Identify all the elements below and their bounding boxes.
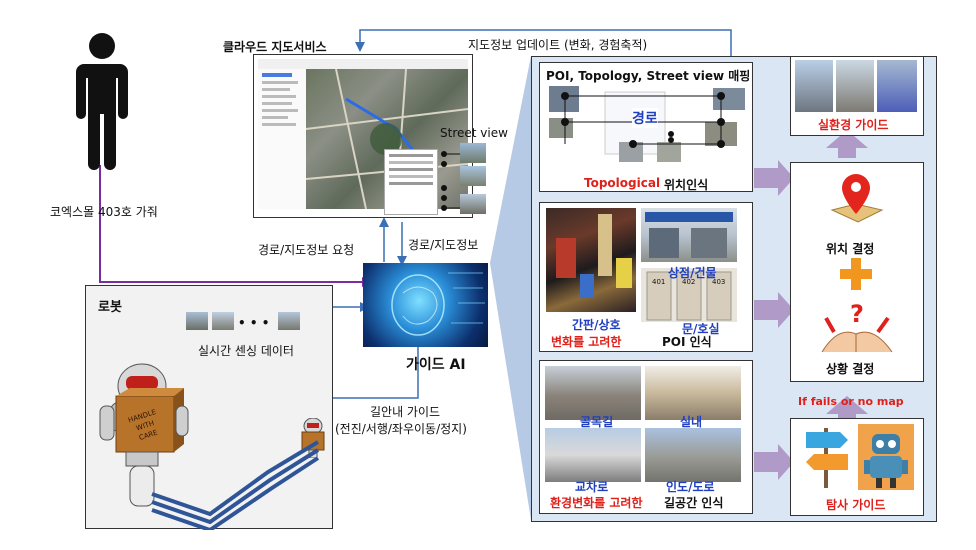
signpost-icon (806, 428, 848, 488)
street-view-label: Street view (440, 126, 508, 140)
signboard-photo (546, 208, 636, 312)
real-env-guide-label: 실환경 가이드 (818, 118, 889, 132)
room-402: 402 (682, 278, 696, 286)
sensing-thumb-3 (278, 312, 300, 330)
door-photo (641, 268, 737, 322)
situation-question-icon: ? (821, 300, 893, 353)
road-recog-red: 환경변화를 고려한 (550, 496, 643, 510)
flow-arrows (754, 130, 868, 480)
robot-title: 로봇 (98, 300, 122, 315)
street-thumb-3 (460, 194, 486, 214)
plus-icon (840, 258, 872, 290)
poi-recog-rest: POI 인식 (662, 335, 712, 349)
street-dots (441, 151, 460, 211)
sensing-label: 실시간 센싱 데이터 (198, 344, 294, 358)
signboard-label: 간판/상호 (572, 318, 621, 332)
topological-rest: 위치인식 (664, 178, 709, 192)
robot-path-stripes (151, 440, 320, 530)
indoor-photo (645, 366, 741, 420)
topological-red: Topological (584, 176, 661, 190)
road-recog-rest: 길공간 인식 (664, 496, 724, 510)
indoor-label: 실내 (680, 415, 703, 429)
person-icon (76, 33, 128, 170)
svg-text:?: ? (850, 300, 864, 328)
alley-label: 골목길 (580, 415, 614, 429)
store-label: 상점/건물 (668, 266, 717, 280)
intersection-label: 교차로 (575, 480, 609, 494)
person-caption: 코엑스몰 403호 가줘 (50, 205, 158, 219)
position-decision-label: 위치 결정 (826, 242, 875, 256)
room-403: 403 (712, 278, 726, 286)
poi-panel-title: POI, Topology, Street view 매핑 (546, 69, 751, 83)
explore-guide-label: 탐사 가이드 (826, 498, 886, 512)
street-guide-line1: 길안내 가이드 (370, 405, 441, 419)
route-info-label: 경로/지도정보 (408, 238, 479, 252)
real-env-photo-2 (836, 60, 874, 112)
street-guide-line2: (전진/서행/좌우이동/정지) (335, 422, 467, 436)
cloud-map-screenshot (253, 54, 473, 218)
real-env-photo-3 (877, 60, 917, 112)
sensing-thumb-2 (212, 312, 234, 330)
poi-recog-red: 변화를 고려한 (551, 335, 622, 349)
alley-photo (545, 366, 641, 420)
real-env-photo-1 (795, 60, 833, 112)
sensing-dots: • • • (238, 316, 270, 330)
intersection-photo (545, 428, 641, 482)
guide-ai-image (363, 263, 488, 347)
room-401: 401 (652, 278, 666, 286)
street-thumb-2 (460, 166, 486, 186)
poi-route-label: 경로 (632, 108, 658, 128)
robot-icon: HANDLE WITH CARE (99, 363, 189, 507)
explorer-robot-icon (858, 424, 914, 490)
sensing-thumb-1 (186, 312, 208, 330)
cloud-title: 클라우드 지도서비스 (223, 40, 327, 54)
fails-label: If fails or no map (798, 395, 904, 408)
door-label: 문/호실 (682, 322, 720, 336)
update-label: 지도정보 업데이트 (변화, 경험축적) (468, 38, 648, 52)
guide-ai-label: 가이드 AI (406, 357, 466, 373)
sidewalk-photo (645, 428, 741, 482)
situation-decision-label: 상황 결정 (826, 362, 875, 376)
location-pin-icon (830, 174, 884, 223)
store-photo (641, 208, 737, 262)
street-thumb-1 (460, 143, 486, 163)
sidewalk-label: 인도/도로 (666, 480, 715, 494)
route-request-label: 경로/지도정보 요청 (258, 243, 355, 257)
